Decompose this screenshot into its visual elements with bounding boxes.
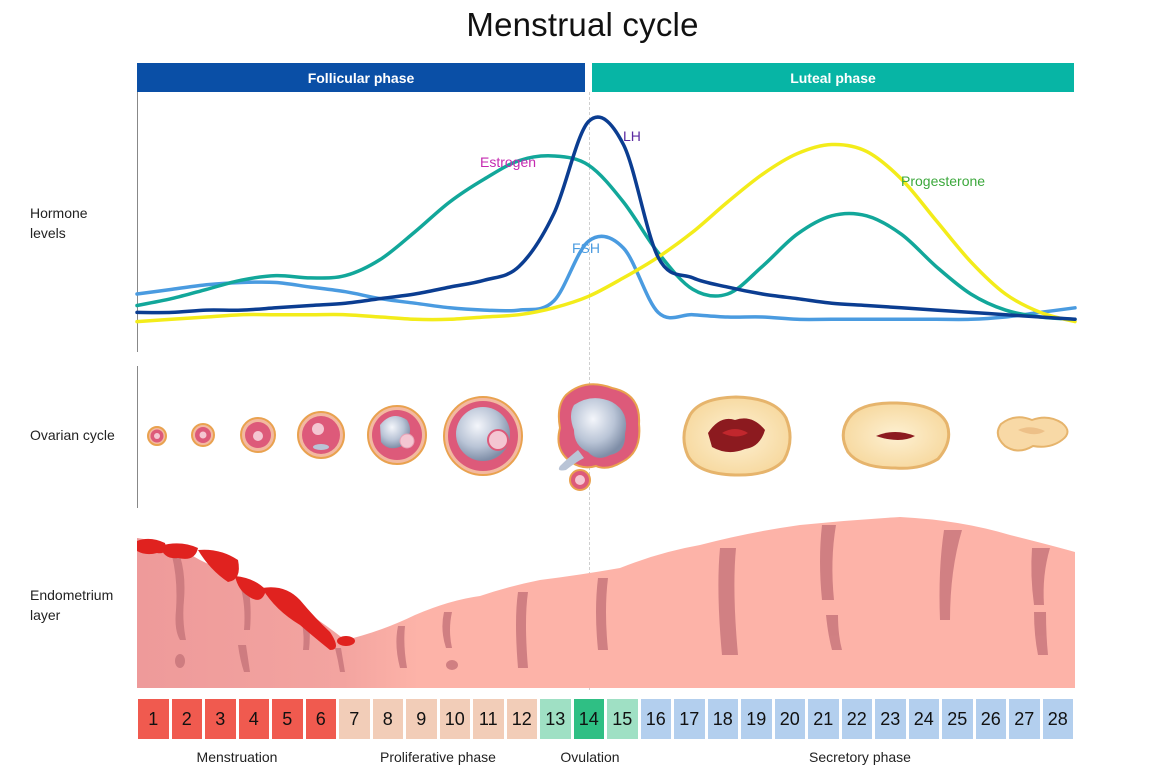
follicle-2-icon <box>191 423 215 447</box>
day-cell-19: 19 <box>741 699 772 739</box>
follicular-phase-bar: Follicular phase <box>137 63 585 92</box>
lh-label: LH <box>623 128 641 144</box>
day-cell-11: 11 <box>473 699 504 739</box>
hormone-axis-line <box>137 92 138 352</box>
follicular-phase-label: Follicular phase <box>307 69 415 86</box>
follicle-1-icon <box>147 426 167 446</box>
day-cell-5: 5 <box>272 699 303 739</box>
day-cell-21: 21 <box>808 699 839 739</box>
hormone-label-line-1: Hormone <box>30 205 88 221</box>
follicle-5-icon <box>367 405 427 465</box>
day-cell-10: 10 <box>439 699 470 739</box>
day-cell-28: 28 <box>1042 699 1073 739</box>
day-cell-25: 25 <box>942 699 973 739</box>
stage-label-secretory: Secretory phase <box>809 749 911 765</box>
day-cell-4: 4 <box>238 699 269 739</box>
corpus-albicans-icon <box>996 416 1069 452</box>
day-cell-16: 16 <box>640 699 671 739</box>
endometrial-glands <box>172 525 1050 672</box>
endometrium-layer-label: Endometrium layer <box>30 585 113 625</box>
page-title: Menstrual cycle <box>466 6 699 43</box>
day-cell-13: 13 <box>540 699 571 739</box>
day-cell-6: 6 <box>305 699 336 739</box>
day-cell-1: 1 <box>138 699 169 739</box>
luteal-phase-bar: Luteal phase <box>592 63 1074 92</box>
fsh-curve <box>135 234 1077 322</box>
lh-curve <box>135 115 1077 322</box>
follicle-6-icon <box>443 396 523 476</box>
day-cell-14: 14 <box>573 699 604 739</box>
day-cell-3: 3 <box>205 699 236 739</box>
menstrual-blood <box>137 538 355 650</box>
day-cell-27: 27 <box>1009 699 1040 739</box>
day-cell-15: 15 <box>607 699 638 739</box>
day-cell-8: 8 <box>372 699 403 739</box>
endometrium-label-line-1: Endometrium <box>30 587 114 603</box>
estrogen-label: Estrogen <box>480 154 537 170</box>
stage-label-proliferative: Proliferative phase <box>380 749 496 765</box>
day-cell-22: 22 <box>841 699 872 739</box>
day-cell-2: 2 <box>171 699 202 739</box>
day-cell-23: 23 <box>875 699 906 739</box>
ovarian-cycle-label: Ovarian cycle <box>30 427 115 443</box>
day-cell-18: 18 <box>707 699 738 739</box>
day-cell-26: 26 <box>975 699 1006 739</box>
ovarian-axis-line <box>137 366 138 508</box>
follicle-3-icon <box>240 417 276 453</box>
estrogen-curve <box>135 154 1077 322</box>
progesterone-label: Progesterone <box>901 173 986 189</box>
progesterone-curve <box>135 142 1077 324</box>
day-cell-17: 17 <box>674 699 705 739</box>
follicle-4-icon <box>297 411 345 459</box>
hormone-label-line-2: levels <box>30 225 66 241</box>
day-cell-9: 9 <box>406 699 437 739</box>
corpus-luteum-icon <box>682 395 792 477</box>
day-cell-24: 24 <box>908 699 939 739</box>
fsh-label: FSH <box>572 240 600 256</box>
day-cell-12: 12 <box>506 699 537 739</box>
stage-label-ovulation: Ovulation <box>560 749 620 765</box>
regressing-corpus-luteum-icon <box>841 401 951 470</box>
day-cell-20: 20 <box>774 699 805 739</box>
endometrium-label-line-2: layer <box>30 607 61 623</box>
ovulating-follicle-icon <box>557 383 641 491</box>
day-cell-7: 7 <box>339 699 370 739</box>
stage-label-menstruation: Menstruation <box>196 749 278 765</box>
luteal-phase-label: Luteal phase <box>790 69 876 86</box>
hormone-levels-label: Hormone levels <box>30 203 88 243</box>
